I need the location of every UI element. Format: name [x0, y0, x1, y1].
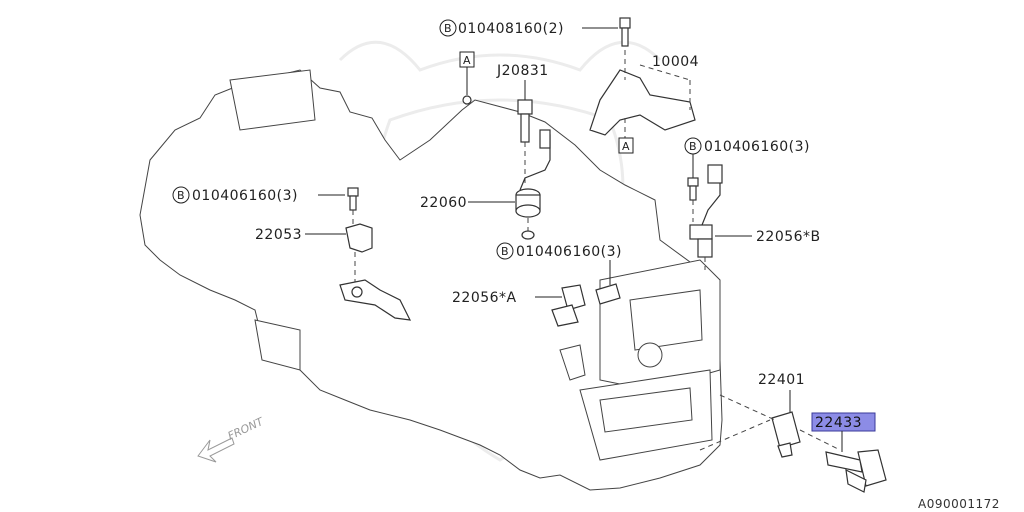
diagram-code: A090001172	[918, 497, 1000, 511]
front-arrow: FRONT	[197, 415, 267, 463]
spark-plug-22401: 22401	[699, 372, 841, 458]
b-marker: B	[444, 22, 452, 35]
svg-text:B: B	[501, 245, 509, 258]
label-plug: 22401	[758, 372, 805, 388]
engine-block	[139, 69, 723, 491]
highlight-box	[811, 412, 876, 432]
ref-a-top: A	[463, 54, 471, 67]
svg-text:B: B	[177, 189, 185, 202]
sensor-22060: 22060	[420, 129, 551, 240]
label-bolt-right: 010406160(3)	[704, 139, 810, 155]
sensor-22053: 22053	[255, 223, 412, 321]
bolt-icon	[619, 17, 631, 47]
bolt-top-callout: B 010408160(2)	[439, 17, 631, 47]
bolt-mid-callout: B 010406160(3)	[496, 242, 622, 305]
label-bolt-left: 010406160(3)	[192, 188, 298, 204]
label-sensor-22056a: 22056*A	[452, 290, 517, 306]
bracket-10004: 10004 A	[589, 50, 699, 154]
label-bolt-mid: 010406160(3)	[516, 244, 622, 260]
label-bolt-top: 010408160(2)	[458, 21, 564, 37]
label-coil: 22433	[815, 415, 862, 431]
ref-a-box-bottom	[618, 137, 634, 154]
sensor-22056a: 22056*A	[452, 284, 586, 327]
ignition-coil-22433[interactable]: 22433	[811, 412, 887, 493]
front-label: FRONT	[226, 415, 267, 443]
label-sensor-22056b: 22056*B	[756, 229, 821, 245]
ref-a-bottom: A	[622, 140, 630, 153]
label-sensor-j: J20831	[496, 63, 549, 79]
sensor-22056b: 22056*B	[689, 164, 821, 270]
bolt-left-callout: B 010406160(3)	[172, 186, 359, 225]
ref-a-top-callout: A	[459, 51, 475, 105]
label-sensor-22053: 22053	[255, 227, 302, 243]
svg-text:B: B	[689, 140, 697, 153]
label-sensor-22060: 22060	[420, 195, 467, 211]
label-bracket: 10004	[652, 54, 699, 70]
sensor-j20831: J20831	[496, 63, 549, 185]
bolt-right-callout: B 010406160(3)	[684, 137, 810, 222]
